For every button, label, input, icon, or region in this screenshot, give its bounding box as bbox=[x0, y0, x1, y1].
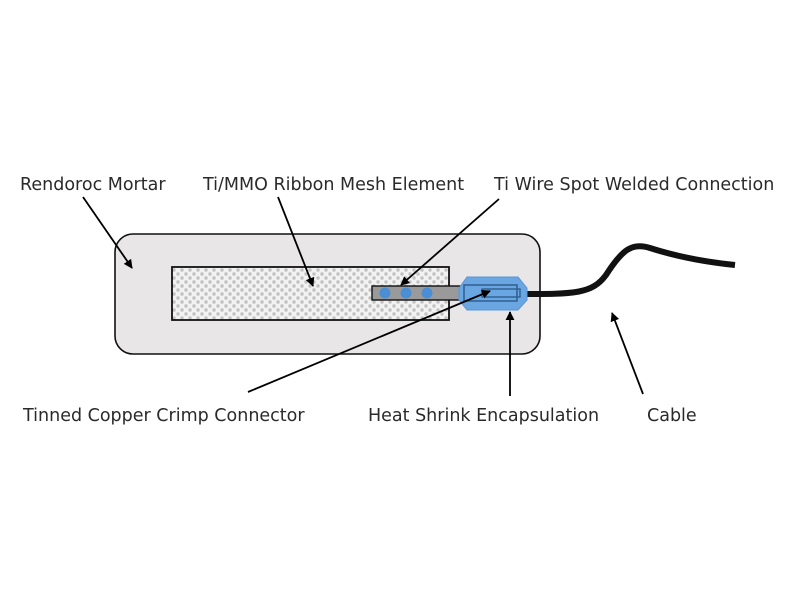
spot-weld bbox=[379, 287, 391, 299]
label-cable: Cable bbox=[647, 406, 697, 426]
spot-weld bbox=[421, 287, 433, 299]
spot-weld bbox=[400, 287, 412, 299]
cable-wire bbox=[519, 243, 736, 297]
crimp-connector bbox=[463, 284, 518, 302]
cable-arrow bbox=[610, 312, 644, 395]
weld-arrow bbox=[400, 198, 500, 286]
crimp-arrow bbox=[247, 289, 491, 393]
label-weld: Ti Wire Spot Welded Connection bbox=[493, 175, 774, 195]
label-heat-shrink: Heat Shrink Encapsulation bbox=[368, 406, 599, 426]
label-crimp: Tinned Copper Crimp Connector bbox=[22, 406, 305, 426]
label-mesh: Ti/MMO Ribbon Mesh Element bbox=[202, 175, 464, 195]
label-mortar: Rendoroc Mortar bbox=[20, 175, 166, 195]
mortar-arrow bbox=[82, 196, 133, 269]
mesh-arrow bbox=[277, 196, 315, 287]
